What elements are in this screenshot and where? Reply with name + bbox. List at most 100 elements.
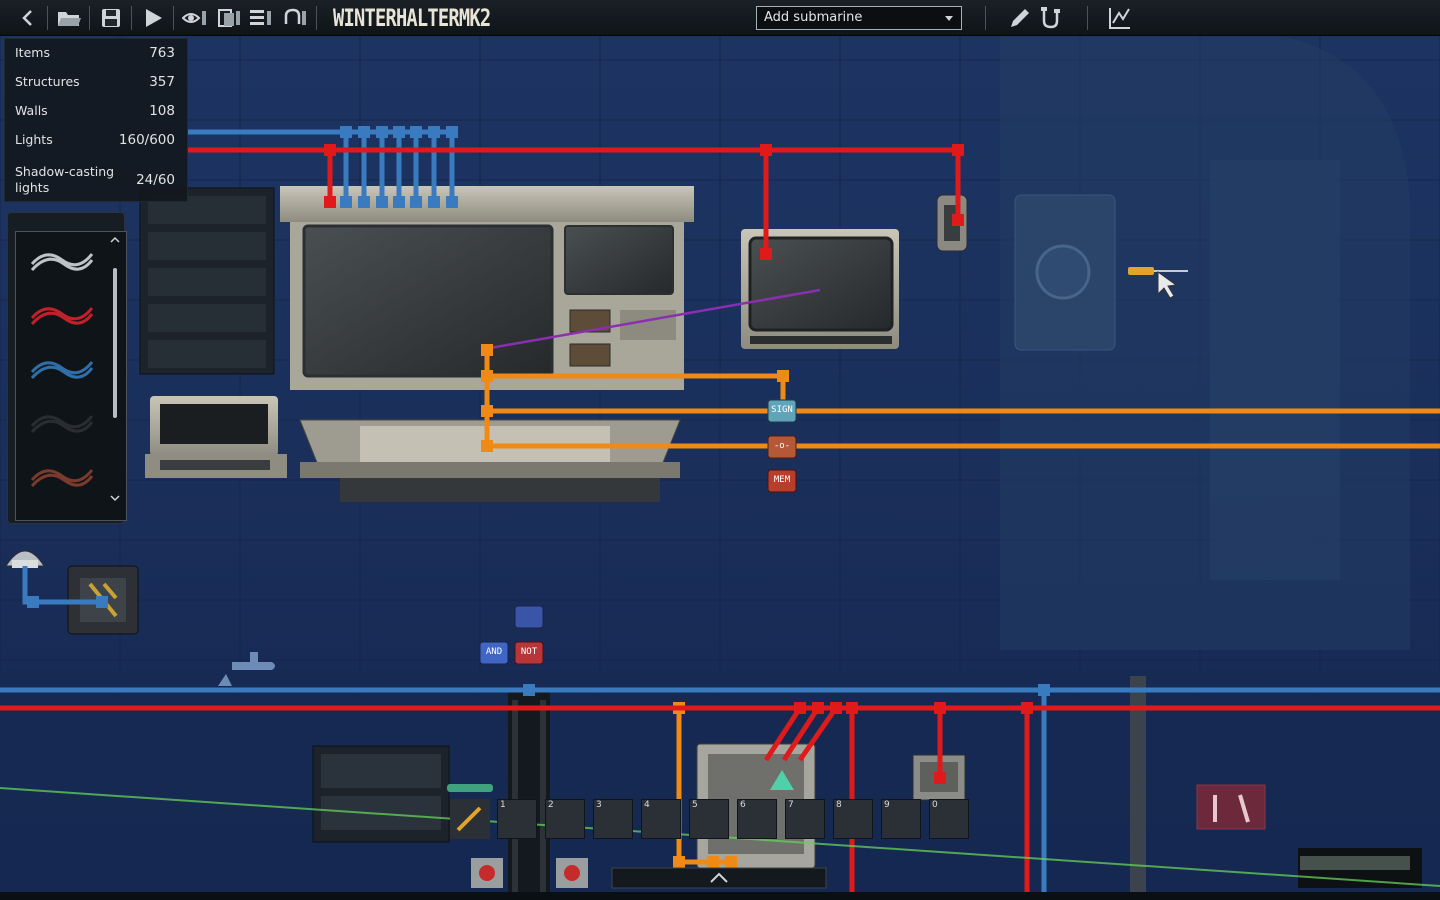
lower-cabinet[interactable] [312,745,450,843]
black-wire-icon[interactable] [26,402,98,442]
hotbar-slot-7[interactable]: 7 [785,799,825,839]
not-label: NOT [520,647,538,657]
wire-palette [7,212,127,524]
wiring-mode-icon [1041,7,1060,29]
toolbar-separator [1087,6,1088,30]
visibility-button[interactable] [181,4,209,32]
and-component[interactable] [479,641,509,665]
pencil-icon [1011,9,1029,27]
signal-check-label: SIGN [771,405,793,415]
white-wire-icon[interactable] [26,240,98,280]
list-icon [250,10,271,25]
delay-component[interactable] [767,435,797,459]
undo-button[interactable] [281,4,309,32]
edit-mode-button[interactable] [1006,4,1034,32]
stat-value: 357 [149,74,175,90]
hotbar-toggle[interactable] [611,867,827,889]
blue-wire-nodes[interactable] [340,126,458,208]
layers-button[interactable] [215,4,243,32]
red-wire-nodes[interactable] [324,144,964,260]
add-submarine-dropdown[interactable]: Add submarine [756,6,962,30]
hotbar-slot-2[interactable]: 2 [545,799,585,839]
and-label: AND [485,647,503,657]
play-icon [146,9,162,27]
open-folder-icon [58,12,81,26]
screwdriver-cursor [1128,267,1188,299]
screwdriver-icon [456,806,482,832]
stat-label: Shadow-casting [15,164,115,179]
stat-items: Items 763 [15,45,175,61]
stat-value: 160/600 [118,132,175,148]
oscillator-component[interactable] [514,605,544,629]
ladder-rail-right [540,700,546,900]
blue-node[interactable] [1038,684,1050,696]
chevron-up-icon[interactable] [110,236,120,244]
stat-shadow-lights: Shadow-casting lights 24/60 [15,164,175,196]
red-wire-bottom-nodes[interactable] [794,702,1033,784]
hotbar-slot-5[interactable]: 5 [689,799,729,839]
blue-node-junction[interactable] [27,596,39,608]
small-terminal[interactable] [145,396,287,478]
visibility-icon [182,11,206,25]
stat-value: 763 [149,45,175,61]
chevron-down-icon [945,16,953,21]
wire-palette-list[interactable] [15,231,127,521]
button-left[interactable] [471,858,503,888]
status-monitor[interactable] [741,229,899,349]
back-button[interactable] [14,4,42,32]
open-button[interactable] [55,4,83,32]
stat-label: Walls [15,103,48,118]
memory-label: MEM [773,475,791,485]
toolbar-separator [985,6,986,30]
stat-lights: Lights 160/600 [15,132,175,148]
stat-label: Lights [15,132,53,147]
brown-wire-icon[interactable] [26,456,98,496]
wiring-mode-button[interactable] [1038,4,1066,32]
top-toolbar: WINTERHALTERMK2 Add submarine [0,0,1440,36]
blue-node-junction-end[interactable] [96,596,108,608]
button-right[interactable] [556,858,588,888]
chevron-down-icon[interactable] [110,494,120,502]
hotbar-slot-0[interactable]: 0 [929,799,969,839]
submarine-name[interactable]: WINTERHALTERMK2 [333,4,491,32]
hotbar-slot-8[interactable]: 8 [833,799,873,839]
palette-scrollbar[interactable] [113,268,117,418]
red-wire-icon[interactable] [26,294,98,334]
stat-value: 24/60 [136,172,175,188]
hotbar-slot-1[interactable]: 1 [497,799,537,839]
blue-node-logic[interactable] [523,684,535,696]
stat-label: lights [15,180,50,195]
save-button[interactable] [97,4,125,32]
hotbar-slot-9[interactable]: 9 [881,799,921,839]
hotbar-slot-6[interactable]: 6 [737,799,777,839]
layers-icon [218,9,240,27]
blue-wire-icon[interactable] [26,348,98,388]
blue-wire-top[interactable] [188,129,455,200]
chevron-up-icon[interactable] [710,872,728,883]
stat-walls: Walls 108 [15,103,175,119]
toolbar-separator [131,6,132,30]
save-icon [102,9,120,27]
signal-check-component[interactable] [767,399,797,423]
alarm-siren[interactable] [5,550,45,568]
hotbar-slot-4[interactable]: 4 [641,799,681,839]
delay-label: -o- [773,441,791,451]
hotbar-slot-3[interactable]: 3 [593,799,633,839]
fire-extinguisher-sign[interactable] [1196,784,1266,830]
not-component[interactable] [514,641,544,665]
memory-component[interactable] [767,469,797,493]
storage-shelves[interactable] [139,187,275,375]
bulkhead-panel [1210,160,1340,580]
add-submarine-label: Add submarine [764,10,863,25]
blue-wire-junction[interactable] [22,566,102,605]
undo-icon [284,8,306,25]
screen-bottom-edge [0,892,1440,900]
stat-value: 108 [149,103,175,119]
test-play-button[interactable] [139,4,167,32]
purple-wire[interactable] [489,288,821,350]
graph-button[interactable] [1106,4,1134,32]
orange-wire-nodes[interactable] [481,344,789,868]
toolbar-separator [173,6,174,30]
entity-list-button[interactable] [247,4,275,32]
